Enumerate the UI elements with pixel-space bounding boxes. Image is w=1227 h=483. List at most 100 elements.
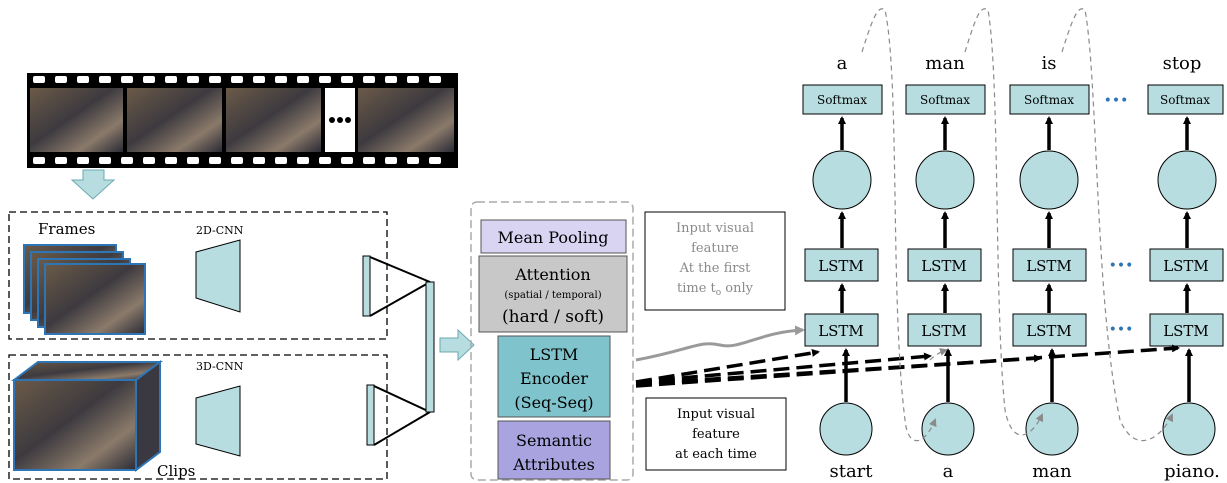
- lstm-box: [1149, 313, 1224, 347]
- clip-cube-side: [135, 360, 161, 472]
- hidden-state-node: [915, 150, 975, 210]
- hidden-state-node: [1019, 150, 1079, 210]
- each-time-note: Input visual feature at each time: [645, 397, 787, 471]
- input-node: [921, 402, 975, 456]
- frame-stack-item: [44, 263, 146, 335]
- ellipsis-dots: •••: [1109, 258, 1134, 274]
- cnn2d-panel: Frames 2D-CNN: [8, 211, 388, 340]
- input-node: [1162, 402, 1216, 456]
- softmax-label: Softmax: [920, 93, 970, 107]
- decoder-flow-arrows: [838, 116, 1193, 402]
- mean-pooling-label: Mean Pooling: [498, 228, 609, 247]
- ellipsis-dots: •••: [1104, 93, 1129, 109]
- cnn2d-feature-vector: [362, 255, 371, 317]
- frames-label: Frames: [38, 220, 95, 238]
- right-arrow-icon: [439, 328, 475, 362]
- lstm-label: LSTM: [921, 257, 967, 275]
- lstm-label: LSTM: [1026, 257, 1072, 275]
- lstm-box: [1012, 313, 1087, 347]
- output-word: stop: [1163, 53, 1202, 74]
- cnn3d-trapezoid: [195, 385, 241, 457]
- lstm-box: [907, 313, 982, 347]
- semantic-attributes-box: [497, 420, 611, 480]
- film-sprocket-holes: [33, 76, 441, 164]
- note-line: time to only: [677, 281, 754, 298]
- frame-ellipsis: [329, 117, 351, 123]
- video-frame: [127, 88, 222, 152]
- lstm-box: [1149, 248, 1224, 282]
- cnn3d-label: 3D-CNN: [196, 360, 244, 373]
- lstm-label: LSTM: [818, 257, 864, 275]
- hidden-state-row: [812, 150, 1217, 210]
- down-arrow-icon: [70, 169, 116, 200]
- input-word: man: [1032, 461, 1072, 482]
- combined-feature-vector: [425, 281, 435, 413]
- output-words: a man is stop: [837, 53, 1202, 74]
- lstm-row-lower: LSTM LSTM LSTM LSTM •••: [804, 313, 1224, 347]
- mean-pooling-box: [480, 219, 627, 254]
- softmax-label: Softmax: [1160, 93, 1210, 107]
- input-word: piano.: [1164, 461, 1220, 482]
- lstm-box: [804, 313, 879, 347]
- attention-type-label: (hard / soft): [502, 307, 604, 327]
- note-line: at each time: [675, 447, 757, 462]
- note-line-part: time t: [677, 281, 717, 296]
- note-subscript: o: [716, 288, 721, 298]
- softmax-box: [905, 84, 986, 115]
- attention-label: Attention: [514, 265, 590, 284]
- lstm-encoder-line: (Seq-Seq): [514, 393, 593, 412]
- attention-box: [478, 255, 628, 333]
- lstm-encoder-line: LSTM: [530, 345, 579, 364]
- lstm-label: LSTM: [1163, 257, 1209, 275]
- ellipsis-dots: •••: [1109, 322, 1134, 338]
- hidden-state-node: [1157, 150, 1217, 210]
- word-feedback-loops: [861, 8, 1174, 442]
- note-line: feature: [692, 427, 740, 442]
- lstm-encoder-line: Encoder: [520, 369, 588, 388]
- semantic-attributes-line: Semantic: [516, 431, 592, 450]
- lstm-label: LSTM: [1026, 322, 1072, 340]
- clips-label: Clips: [157, 462, 195, 480]
- attention-sublabel: (spatial / temporal): [504, 290, 601, 301]
- cnn3d-panel: 3D-CNN Clips: [8, 354, 388, 480]
- lstm-encoder-box: [497, 335, 611, 418]
- lstm-label: LSTM: [921, 322, 967, 340]
- hidden-state-node: [812, 150, 872, 210]
- softmax-row: Softmax Softmax Softmax Softmax •••: [802, 84, 1224, 115]
- first-time-feature-arrow: [635, 325, 805, 362]
- output-word: is: [1042, 53, 1057, 74]
- input-node: [1025, 402, 1079, 456]
- encoding-methods-panel: Mean Pooling Attention (spatial / tempor…: [470, 201, 634, 481]
- clip-cube-front: [13, 379, 137, 471]
- input-node: [819, 402, 873, 456]
- softmax-label: Softmax: [1024, 93, 1074, 107]
- input-words: start a man piano.: [829, 461, 1219, 482]
- video-frame: [226, 88, 321, 152]
- cnn3d-feature-vector: [366, 384, 375, 446]
- semantic-attributes-line: Attributes: [512, 455, 595, 474]
- video-frame: [30, 88, 123, 152]
- cnn2d-trapezoid: [195, 239, 241, 313]
- softmax-box: [1147, 84, 1224, 115]
- lstm-label: LSTM: [818, 322, 864, 340]
- film-strip: [27, 73, 458, 168]
- note-line: feature: [691, 241, 739, 256]
- note-line: Input visual: [676, 221, 754, 236]
- softmax-label: Softmax: [817, 93, 867, 107]
- feature-concat-lines: [369, 256, 431, 446]
- video-frame: [358, 88, 454, 152]
- softmax-box: [802, 84, 883, 115]
- input-embedding-row: [819, 402, 1216, 456]
- lstm-label: LSTM: [1163, 322, 1209, 340]
- note-line: Input visual: [677, 407, 755, 422]
- lstm-row-upper: LSTM LSTM LSTM LSTM •••: [804, 248, 1224, 282]
- softmax-box: [1009, 84, 1090, 115]
- lstm-box: [1012, 248, 1087, 282]
- note-line-part: only: [721, 281, 753, 296]
- input-word: a: [943, 461, 954, 482]
- note-line: At the first: [679, 261, 751, 276]
- first-time-note: Input visual feature At the first time t…: [644, 211, 786, 311]
- output-word: a: [837, 53, 848, 74]
- cnn2d-label: 2D-CNN: [196, 224, 244, 237]
